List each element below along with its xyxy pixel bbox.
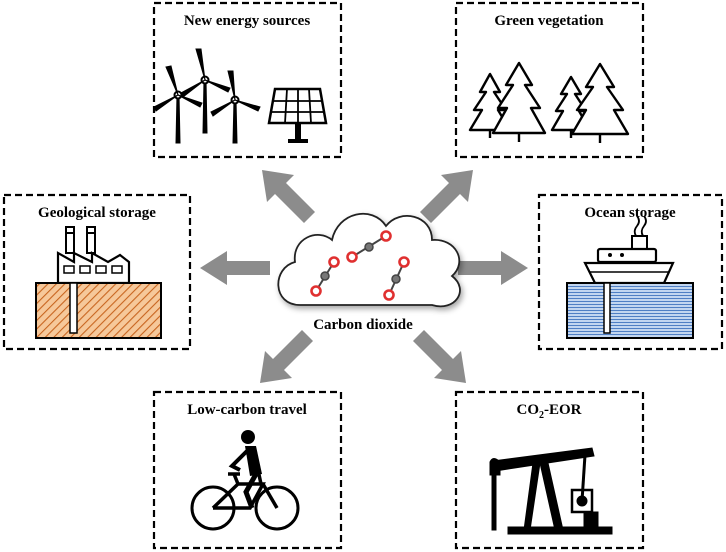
ocean-storage-label: Ocean storage bbox=[584, 205, 676, 221]
co2-eor-label-suffix: -EOR bbox=[544, 402, 582, 418]
box-new-energy-sources: New energy sources bbox=[152, 1, 343, 159]
wind-turbine-icon bbox=[153, 48, 261, 144]
co2-eor-label-prefix: CO bbox=[517, 402, 540, 418]
arrow-to-low-carbon-travel bbox=[260, 330, 313, 383]
center-label: Carbon dioxide bbox=[313, 317, 413, 333]
cloud-icon bbox=[277, 212, 461, 308]
carbon-dioxide-cloud: Carbon dioxide bbox=[277, 212, 461, 333]
box-ocean-storage: Ocean storage bbox=[537, 193, 724, 351]
co2-molecule-icon bbox=[383, 256, 410, 301]
tree-icon bbox=[570, 62, 630, 143]
oil-pumpjack-icon bbox=[489, 447, 613, 535]
geological-storage-label: Geological storage bbox=[38, 205, 156, 221]
arrow-to-geological-storage bbox=[200, 251, 270, 285]
arrow-to-new-energy bbox=[262, 170, 315, 223]
ship-icon bbox=[583, 215, 675, 285]
co2-eor-label: CO2-EOR bbox=[517, 402, 582, 421]
co2-molecule-icon bbox=[310, 256, 340, 297]
arrow-to-green-vegetation bbox=[420, 170, 473, 223]
new-energy-label: New energy sources bbox=[184, 13, 311, 29]
green-vegetation-label: Green vegetation bbox=[494, 13, 604, 29]
box-geological-storage: Geological storage bbox=[2, 193, 192, 351]
arrow-to-ocean-storage bbox=[458, 251, 528, 285]
factory-icon bbox=[56, 226, 131, 285]
ocean-layer bbox=[566, 282, 694, 339]
tree-icon bbox=[491, 61, 547, 142]
arrow-to-co2-eor bbox=[413, 330, 466, 383]
arrows bbox=[200, 170, 528, 383]
box-green-vegetation: Green vegetation bbox=[454, 1, 645, 159]
tree-icons bbox=[468, 61, 630, 143]
solar-panel-icon bbox=[267, 87, 328, 143]
co2-molecule-icon bbox=[346, 230, 392, 263]
co2-eor-label-subscript: 2 bbox=[539, 410, 544, 421]
box-low-carbon-travel: Low-carbon travel bbox=[152, 390, 343, 550]
box-co2-eor: CO2-EOR bbox=[454, 390, 645, 550]
underground-layer bbox=[35, 282, 162, 339]
bicycle-rider-icon bbox=[190, 430, 300, 531]
low-carbon-travel-label: Low-carbon travel bbox=[187, 402, 307, 418]
